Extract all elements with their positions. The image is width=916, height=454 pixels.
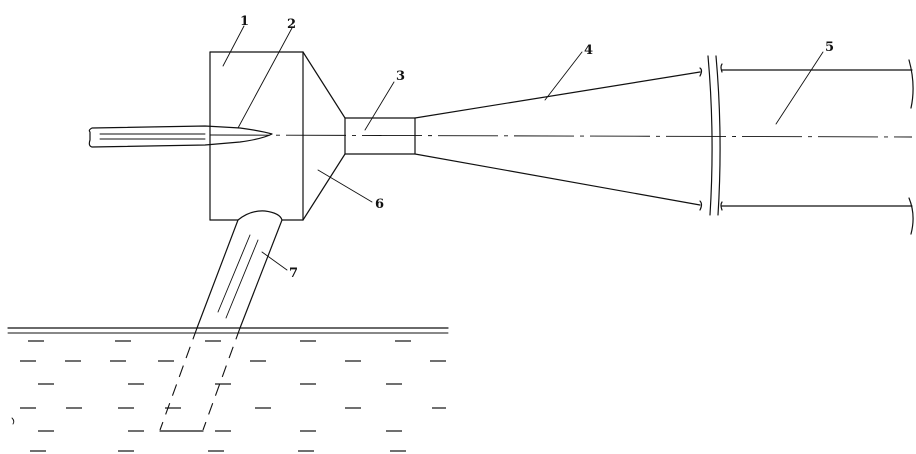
diffuser <box>414 67 703 211</box>
leader-lines <box>222 25 824 271</box>
label-2: 2 <box>287 17 296 32</box>
label-1: 1 <box>240 14 249 29</box>
label-7: 7 <box>289 266 298 281</box>
center-axis <box>209 134 913 138</box>
label-4: 4 <box>584 43 593 58</box>
label-6: 6 <box>375 197 384 212</box>
suction-pipe <box>159 219 283 432</box>
mixing-chamber <box>209 51 304 221</box>
label-5: 5 <box>825 40 834 55</box>
label-3: 3 <box>396 69 405 84</box>
converging-section <box>302 51 346 221</box>
nozzle <box>88 125 273 148</box>
outlet-pipe <box>720 59 914 235</box>
break-marks <box>707 55 721 216</box>
liquid-surface <box>7 327 449 452</box>
